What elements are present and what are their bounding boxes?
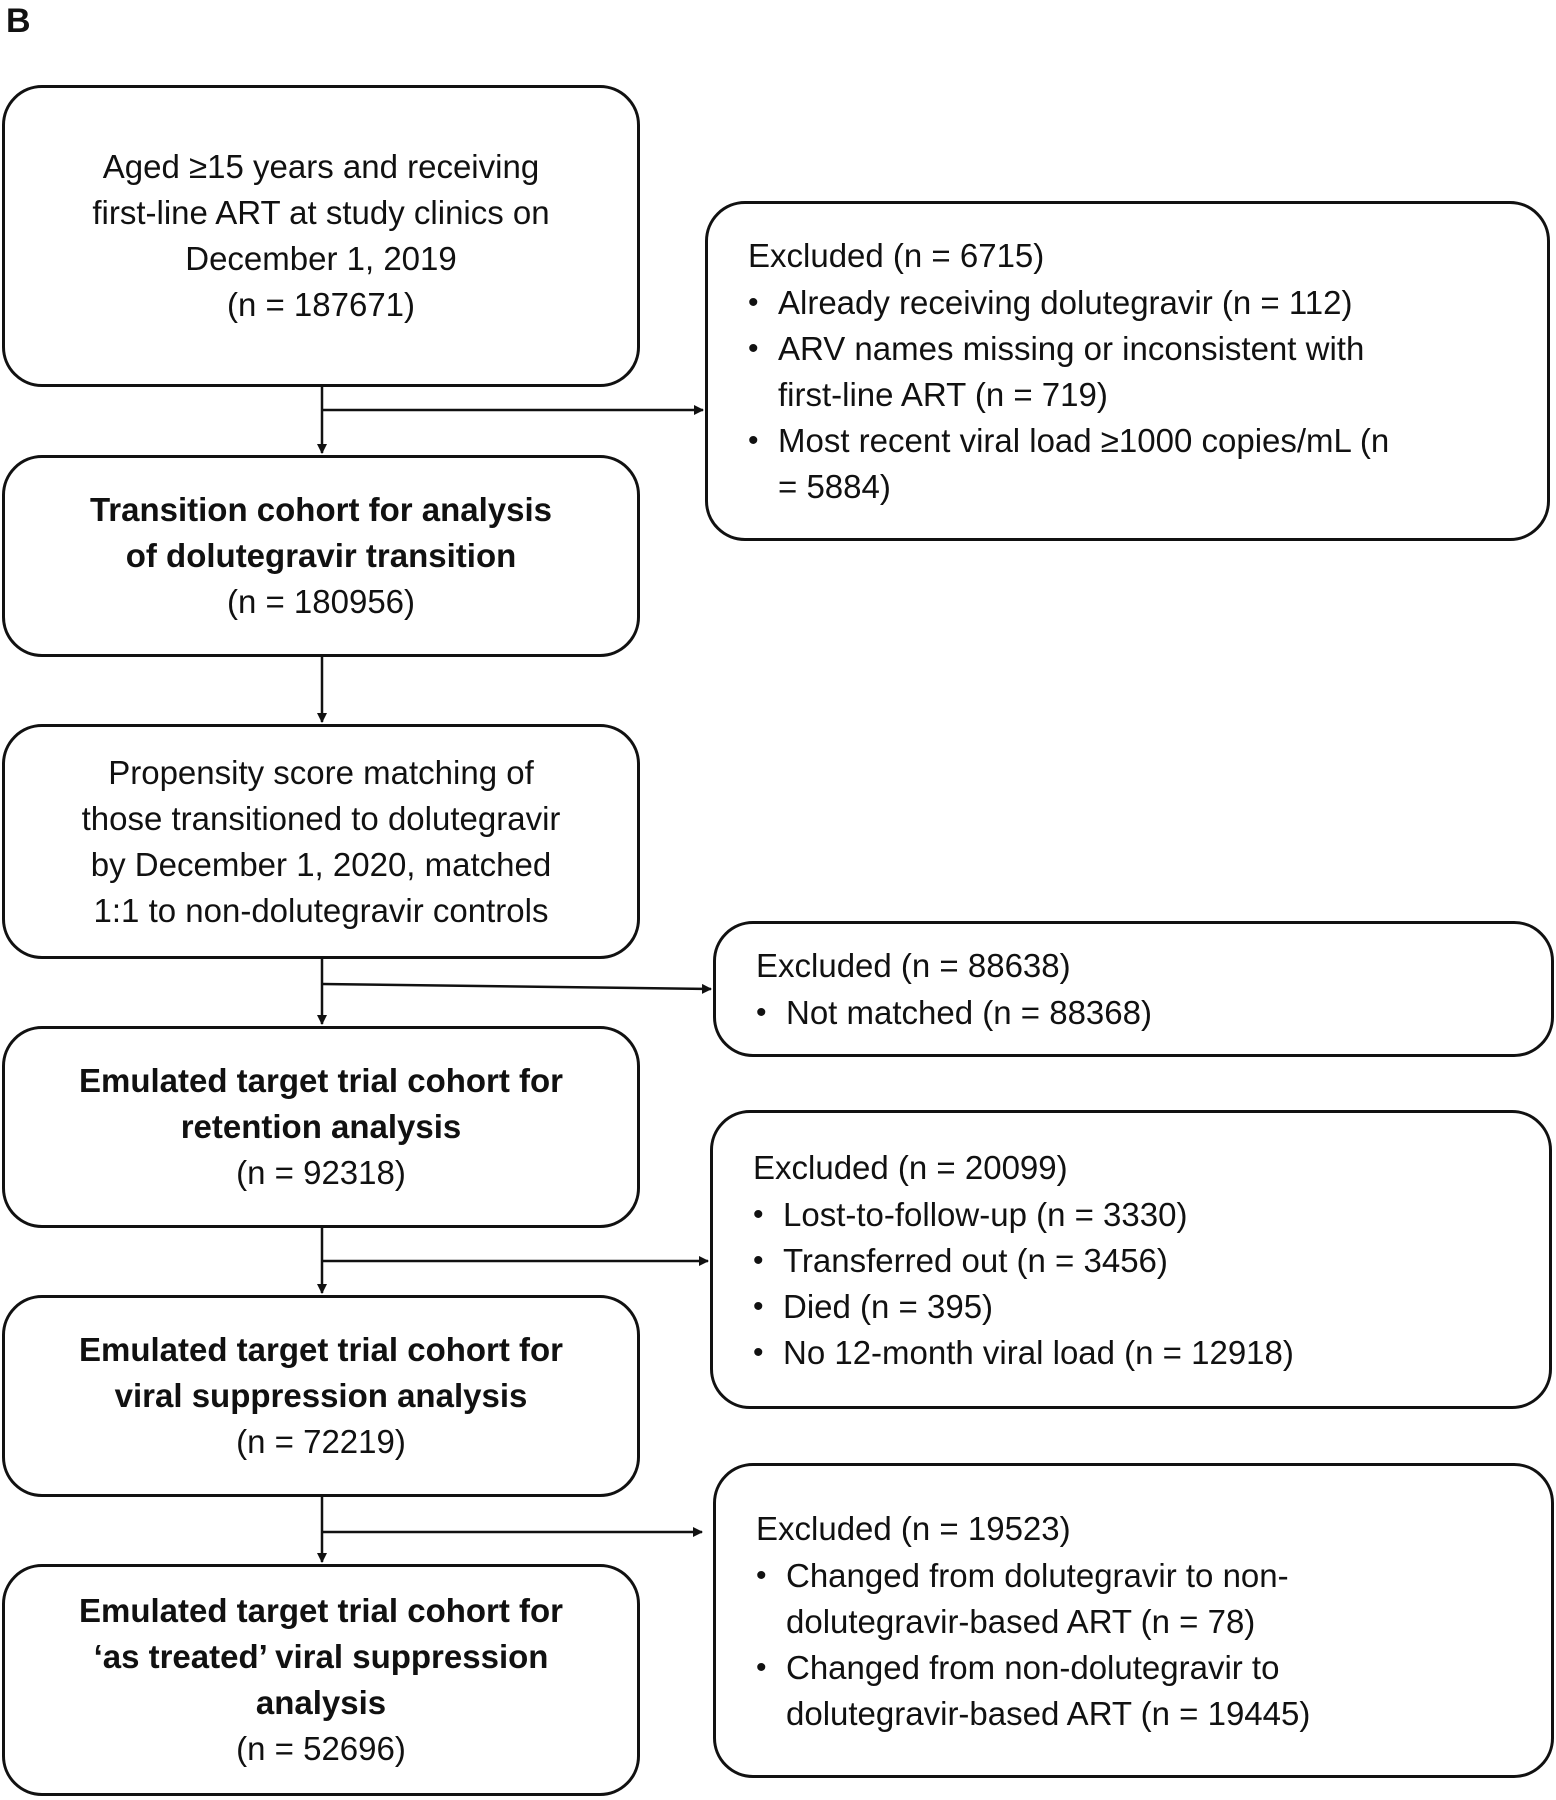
box-viral-suppression-cohort: Emulated target trial cohort for viral su… [2, 1295, 640, 1497]
excluded-item: • Changed from non-dolutegravir to doluteg… [756, 1645, 1551, 1737]
bullet-icon: • [753, 1243, 764, 1277]
excluded-item: • Already receiving dolutegravir (n = 112… [748, 280, 1547, 326]
bullet-icon: • [756, 1558, 767, 1592]
box-retention-cohort: Emulated target trial cohort for retentio… [2, 1026, 640, 1228]
excluded-box-3: Excluded (n = 20099) • Lost-to-follow-up (… [710, 1110, 1552, 1409]
box-count: (n = 52696) [236, 1730, 406, 1767]
excluded-item-text: first-line ART (n = 719) [778, 376, 1108, 413]
box-text-line: Emulated target trial cohort for [78, 1062, 564, 1099]
box-text-line: December 1, 2019 [185, 240, 457, 277]
box-text-line: those transitioned to dolutegravir [81, 799, 561, 837]
box-text-line: retention analysis [180, 1108, 462, 1145]
box-text-line: Aged ≥15 years and receiving [102, 148, 540, 185]
box-text-line: Propensity score matching of [108, 753, 534, 791]
box-count: (n = 92318) [236, 1154, 406, 1191]
arrow-exclude-2 [321, 982, 712, 994]
box-text-line: Emulated target trial cohort for [78, 1592, 564, 1629]
excluded-item-text: No 12-month viral load (n = 12918) [783, 1333, 1294, 1371]
excluded-item-text: Most recent viral load ≥1000 copies/mL (… [778, 422, 1390, 459]
box-eligible-population: Aged ≥15 years and receiving first-line A… [2, 85, 640, 387]
excluded-title: Excluded (n = 19523) [756, 1509, 1071, 1547]
box-text-line: first-line ART at study clinics on [92, 194, 550, 231]
excluded-item-text: Transferred out (n = 3456) [783, 1241, 1168, 1279]
excluded-title: Excluded (n = 20099) [753, 1148, 1068, 1186]
box-text-line: viral suppression analysis [114, 1377, 528, 1414]
excluded-item: • ARV names missing or inconsistent with f… [748, 326, 1547, 418]
bullet-icon: • [753, 1197, 764, 1231]
box-as-treated-cohort: Emulated target trial cohort for ‘as trea… [2, 1564, 640, 1796]
box-count: (n = 187671) [226, 286, 416, 323]
box-text-line: 1:1 to non-dolutegravir controls [93, 891, 549, 929]
excluded-item: • Changed from dolutegravir to non-dolute… [756, 1553, 1551, 1645]
excluded-item-text: Already receiving dolutegravir (n = 112) [778, 284, 1353, 321]
excluded-item-text: ARV names missing or inconsistent with [778, 330, 1365, 367]
excluded-item: • Not matched (n = 88368) [756, 990, 1551, 1036]
excluded-box-4: Excluded (n = 19523) • Changed from dolute… [713, 1463, 1554, 1778]
bullet-icon: • [756, 996, 767, 1029]
bullet-icon: • [748, 332, 759, 365]
box-text-line: Transition cohort for analysis [89, 491, 553, 528]
excluded-item-text: dolutegravir-based ART (n = 78) [786, 1602, 1256, 1640]
bullet-icon: • [748, 286, 759, 319]
box-propensity-matching: Propensity score matching of those transi… [2, 724, 640, 959]
box-count: (n = 180956) [226, 583, 416, 620]
excluded-item-text: dolutegravir-based ART (n = 19445) [786, 1694, 1311, 1732]
box-transition-cohort: Transition cohort for analysis of doluteg… [2, 455, 640, 657]
box-text-line: analysis [255, 1684, 387, 1721]
excluded-title: Excluded (n = 88638) [756, 947, 1071, 984]
excluded-item-text: = 5884) [778, 468, 891, 505]
bullet-icon: • [753, 1289, 764, 1323]
excluded-item-text: Lost-to-follow-up (n = 3330) [783, 1195, 1188, 1233]
excluded-title: Excluded (n = 6715) [748, 237, 1045, 274]
excluded-item: • No 12-month viral load (n = 12918) [753, 1330, 1549, 1376]
bullet-icon: • [753, 1335, 764, 1369]
box-text-line: by December 1, 2020, matched [90, 845, 552, 883]
excluded-item: • Died (n = 395) [753, 1284, 1549, 1330]
excluded-item-text: Not matched (n = 88368) [786, 994, 1152, 1031]
excluded-item: • Transferred out (n = 3456) [753, 1238, 1549, 1284]
box-text-line: Emulated target trial cohort for [78, 1331, 564, 1368]
excluded-item: • Lost-to-follow-up (n = 3330) [753, 1192, 1549, 1238]
excluded-item-text: Changed from non-dolutegravir to [786, 1648, 1280, 1686]
box-text-line: of dolutegravir transition [125, 537, 517, 574]
box-text-line: ‘as treated’ viral suppression [93, 1638, 549, 1675]
bullet-icon: • [756, 1650, 767, 1684]
excluded-box-1: Excluded (n = 6715) • Already receiving do… [705, 201, 1550, 541]
bullet-icon: • [748, 424, 759, 457]
excluded-item-text: Died (n = 395) [783, 1287, 994, 1325]
panel-label: B [6, 2, 31, 40]
excluded-item: • Most recent viral load ≥1000 copies/mL … [748, 418, 1547, 510]
excluded-box-2: Excluded (n = 88638) • Not matched (n = 88… [713, 921, 1554, 1057]
excluded-item-text: Changed from dolutegravir to non- [786, 1556, 1289, 1594]
box-count: (n = 72219) [236, 1423, 406, 1460]
